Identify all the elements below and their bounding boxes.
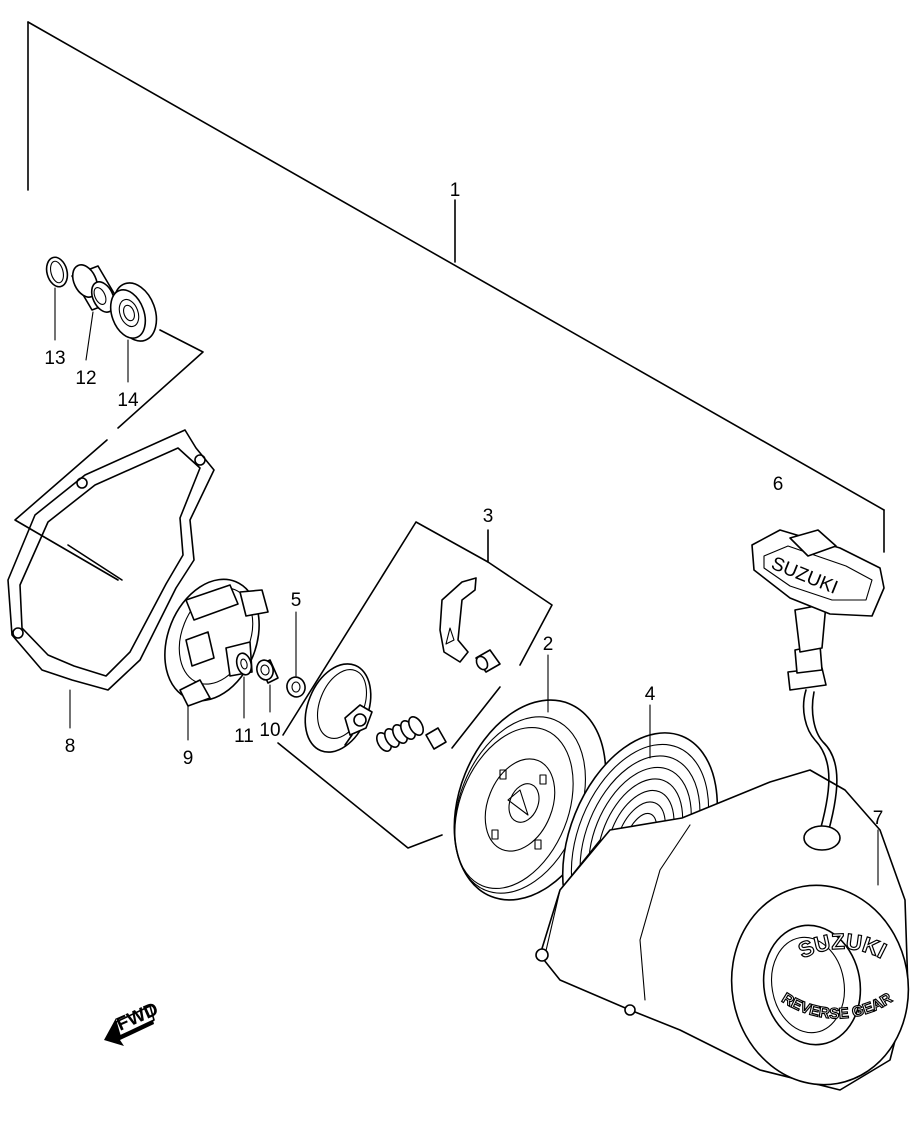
assembly-bracket-1 — [27, 21, 885, 553]
callout-6: 6 — [773, 474, 784, 495]
callout-4: 4 — [645, 684, 656, 705]
part-13-o-ring — [45, 256, 69, 341]
callout-10: 10 — [259, 720, 280, 741]
part-6-handle: SUZUKI — [751, 529, 885, 851]
callout-1: 1 — [450, 180, 461, 201]
callout-3: 3 — [483, 506, 494, 527]
part-3-pin-lower — [425, 727, 447, 750]
callout-5: 5 — [291, 590, 302, 611]
fwd-arrow-icon: FWD — [104, 999, 162, 1046]
callout-2: 2 — [543, 634, 554, 655]
callout-7: 7 — [873, 808, 884, 829]
part-14-oil-seal — [109, 282, 158, 383]
part-3-pawl — [439, 577, 477, 663]
callout-11: 11 — [234, 726, 254, 747]
part-12-collar — [71, 264, 119, 361]
callout-12: 12 — [75, 368, 96, 389]
bracket-part-3 — [277, 521, 553, 849]
part-10-bushing — [256, 659, 279, 713]
part-11-washer — [235, 652, 253, 719]
callout-8: 8 — [65, 736, 76, 757]
part-8-gasket — [7, 429, 215, 729]
part-9-ratchet-guide — [164, 578, 269, 741]
callout-14: 14 — [117, 390, 139, 411]
part-5-nut — [286, 611, 306, 698]
bracket-14-to-8 — [14, 329, 204, 581]
callout-9: 9 — [183, 748, 194, 769]
part-3-spring — [375, 716, 425, 752]
part-3-ratchet-plate — [304, 663, 373, 753]
part-3-pin-upper — [475, 649, 501, 673]
callout-13: 13 — [44, 348, 65, 369]
